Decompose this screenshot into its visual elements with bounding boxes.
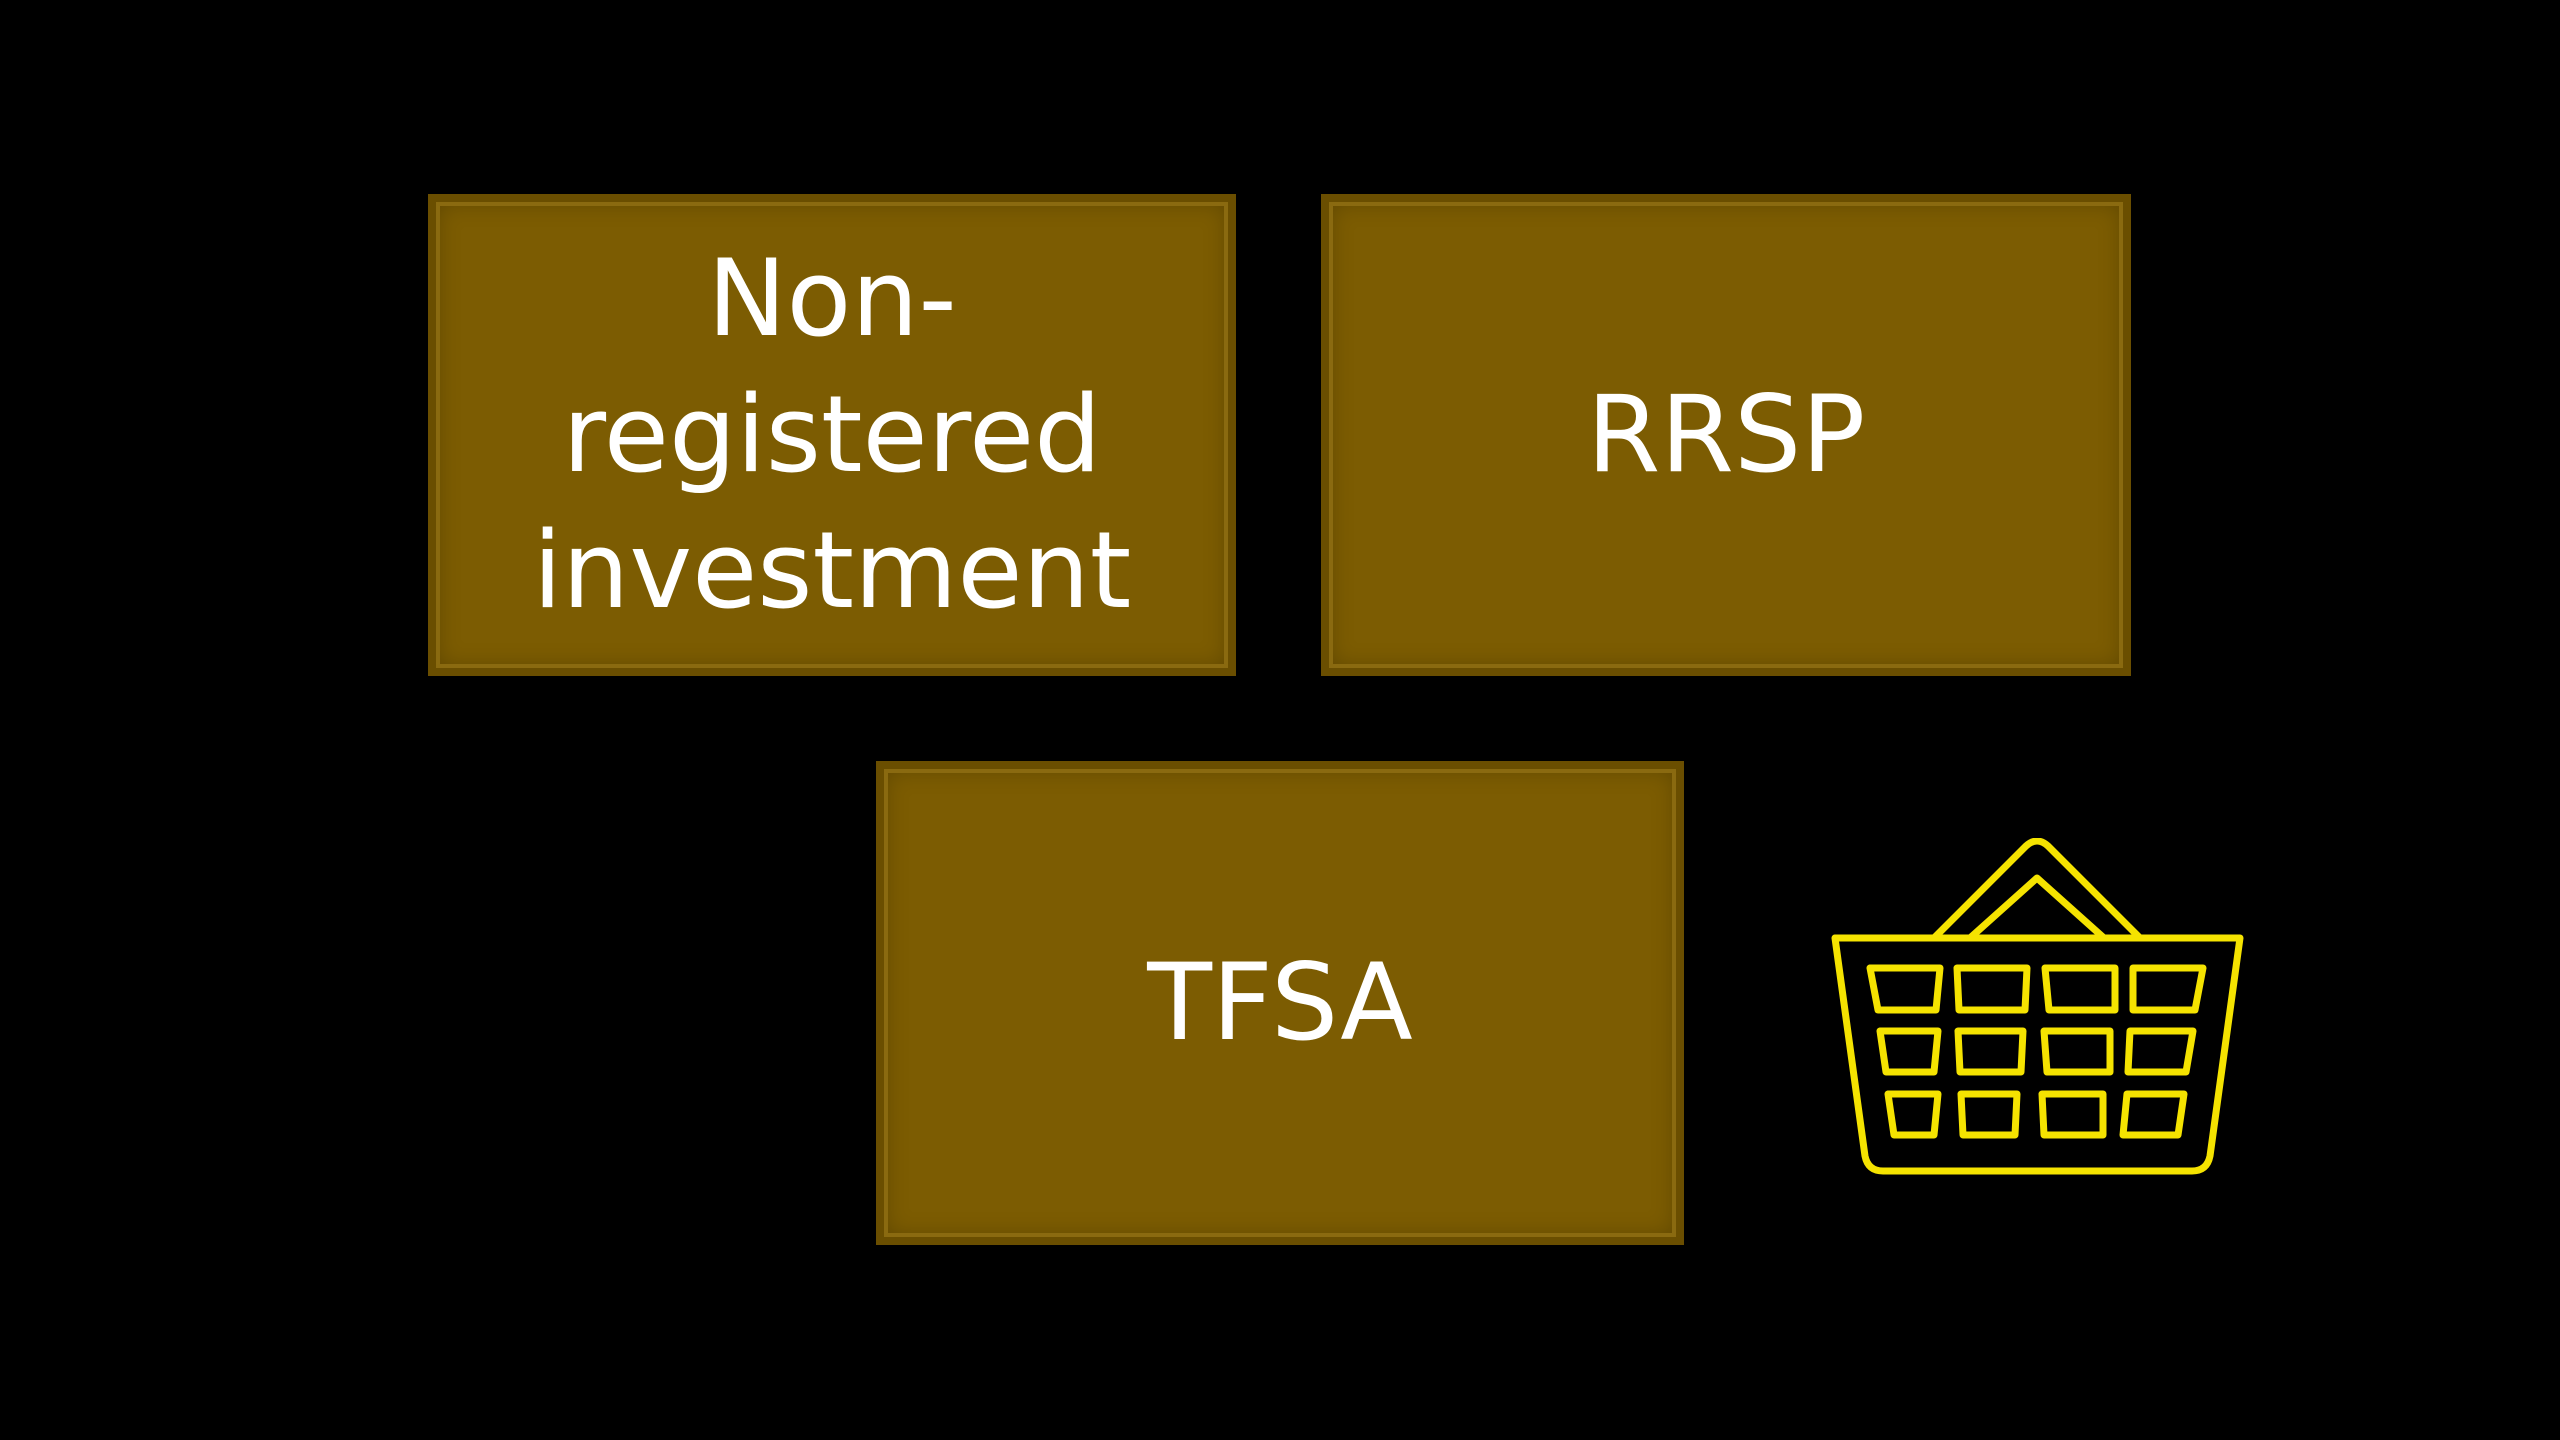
tfsa-label: TFSA <box>1147 941 1413 1064</box>
non-registered-investment-label: Non- registered investment <box>532 237 1132 632</box>
shopping-basket-icon <box>1831 838 2244 1175</box>
non-registered-investment-box: Non- registered investment <box>428 194 1236 676</box>
tfsa-box: TFSA <box>876 761 1684 1245</box>
rrsp-box: RRSP <box>1321 194 2131 676</box>
rrsp-label: RRSP <box>1586 373 1866 496</box>
